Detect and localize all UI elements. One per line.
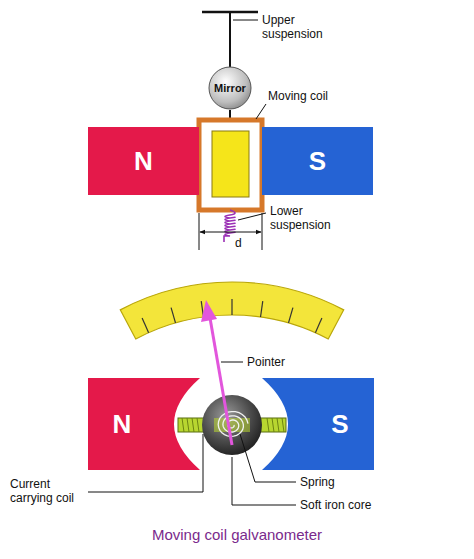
mirror-circle: Mirror bbox=[208, 66, 252, 110]
coil-winding bbox=[197, 418, 199, 432]
scale-tick bbox=[315, 318, 322, 333]
coil-winding bbox=[267, 418, 269, 432]
pole-label: S bbox=[331, 409, 348, 440]
scale-tick bbox=[231, 299, 232, 315]
soft-iron-core bbox=[202, 395, 262, 455]
leader-line bbox=[233, 20, 258, 21]
pole-label: N bbox=[113, 409, 132, 440]
dimension-arrow bbox=[200, 232, 261, 233]
pole-label: Mirror bbox=[214, 82, 246, 94]
north-pole-magnet-shape bbox=[88, 378, 200, 470]
part-label: Soft iron core bbox=[300, 498, 371, 512]
dimension-line bbox=[262, 213, 263, 250]
scale-tick bbox=[171, 308, 175, 323]
coil-winding bbox=[282, 418, 284, 432]
north-pole-magnet: N bbox=[88, 127, 199, 195]
pointer-head bbox=[201, 300, 217, 322]
part-label: Pointer bbox=[247, 355, 285, 369]
dimension-label: d bbox=[235, 236, 242, 250]
scale-ticks bbox=[142, 299, 322, 333]
scale-tick bbox=[261, 301, 263, 317]
hair-spring bbox=[218, 412, 248, 437]
south-pole-magnet-shape bbox=[262, 378, 374, 470]
moving-coil-face bbox=[212, 131, 249, 197]
pole-label: N bbox=[134, 146, 153, 177]
leader-line bbox=[221, 362, 243, 363]
south-pole-magnet-outline bbox=[262, 127, 373, 195]
scale-tick bbox=[142, 318, 149, 333]
mirror-circle-outline bbox=[209, 67, 251, 109]
part-label: Lower suspension bbox=[270, 204, 342, 232]
part-label: Upper suspension bbox=[262, 13, 334, 41]
south-pole-magnet: S bbox=[262, 378, 374, 470]
lower-suspension-spring bbox=[224, 210, 235, 242]
coil-winding bbox=[277, 418, 279, 432]
coil-winding bbox=[187, 418, 189, 432]
coil-winding bbox=[182, 418, 184, 432]
moving-coil-frame bbox=[199, 120, 262, 210]
scale-tick bbox=[289, 308, 293, 323]
upper-suspension-wire bbox=[229, 12, 231, 68]
pole-label: S bbox=[309, 146, 326, 177]
scale-arc bbox=[120, 282, 343, 339]
part-label: Spring bbox=[300, 475, 335, 489]
north-pole-magnet-outline bbox=[88, 378, 200, 470]
dimension-line bbox=[199, 213, 200, 250]
leader-line bbox=[256, 104, 266, 119]
coil-winding bbox=[192, 418, 194, 432]
pointer bbox=[210, 318, 232, 445]
figure-caption: Moving coil galvanometer bbox=[0, 526, 474, 543]
part-label: Moving coil bbox=[268, 89, 328, 103]
part-label: Current carrying coil bbox=[10, 477, 88, 505]
south-pole-magnet: S bbox=[262, 127, 373, 195]
coil-winding bbox=[272, 418, 274, 432]
south-pole-magnet-outline bbox=[262, 378, 374, 470]
north-pole-magnet: N bbox=[88, 378, 200, 470]
north-pole-magnet-outline bbox=[88, 127, 199, 195]
